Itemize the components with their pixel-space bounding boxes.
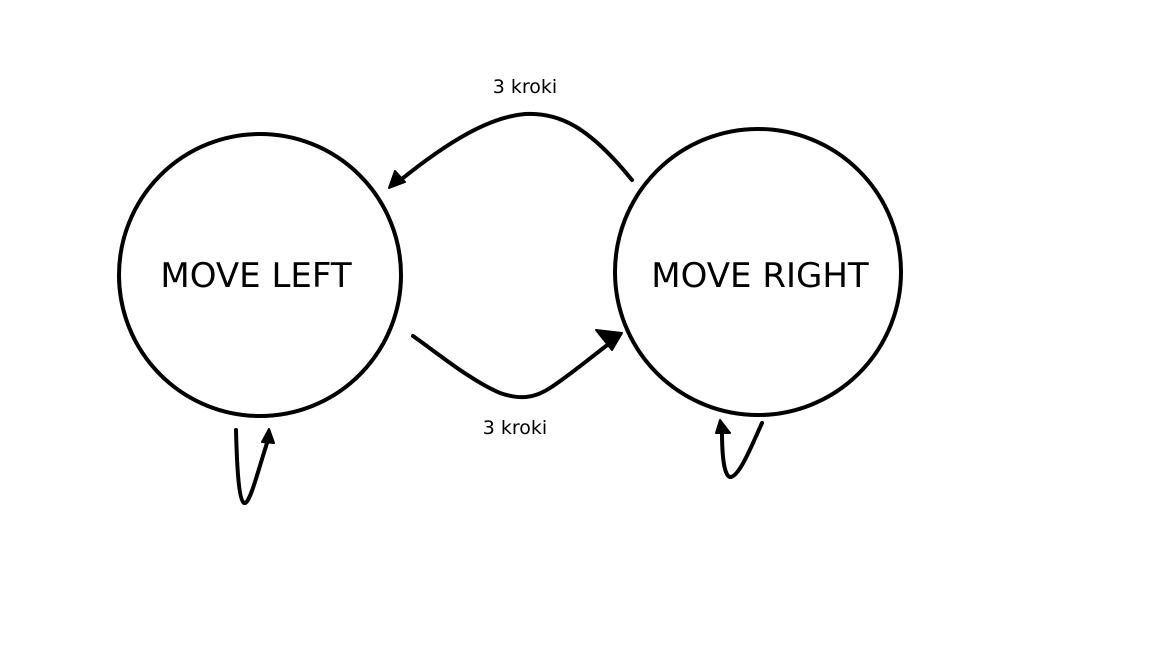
transition-left-to-right-label: 3 kroki <box>483 417 547 439</box>
state-move-left: MOVE LEFT <box>117 132 403 418</box>
transition-left-to-right: 3 kroki <box>411 329 623 439</box>
state-move-right-label: MOVE RIGHT <box>651 256 869 296</box>
self-loop-move-left-arrowhead <box>261 428 275 444</box>
self-loop-move-right-arrow <box>720 421 764 479</box>
transition-right-to-left-arrowhead <box>388 170 406 189</box>
transition-right-to-left: 3 kroki <box>388 76 634 189</box>
state-move-left-label: MOVE LEFT <box>160 256 351 296</box>
state-move-left-circle <box>117 132 403 418</box>
transition-right-to-left-arrow <box>396 111 634 184</box>
transition-left-to-right-arrowhead <box>595 329 623 351</box>
self-loop-move-left-arrow <box>234 428 270 505</box>
self-loop-move-left <box>234 428 275 505</box>
transition-right-to-left-label: 3 kroki <box>493 76 557 98</box>
self-loop-move-right-arrowhead <box>715 419 731 434</box>
transition-left-to-right-arrow <box>411 334 612 400</box>
state-move-right-circle <box>613 127 903 417</box>
self-loop-move-right <box>715 419 764 479</box>
state-move-right: MOVE RIGHT <box>613 127 903 417</box>
